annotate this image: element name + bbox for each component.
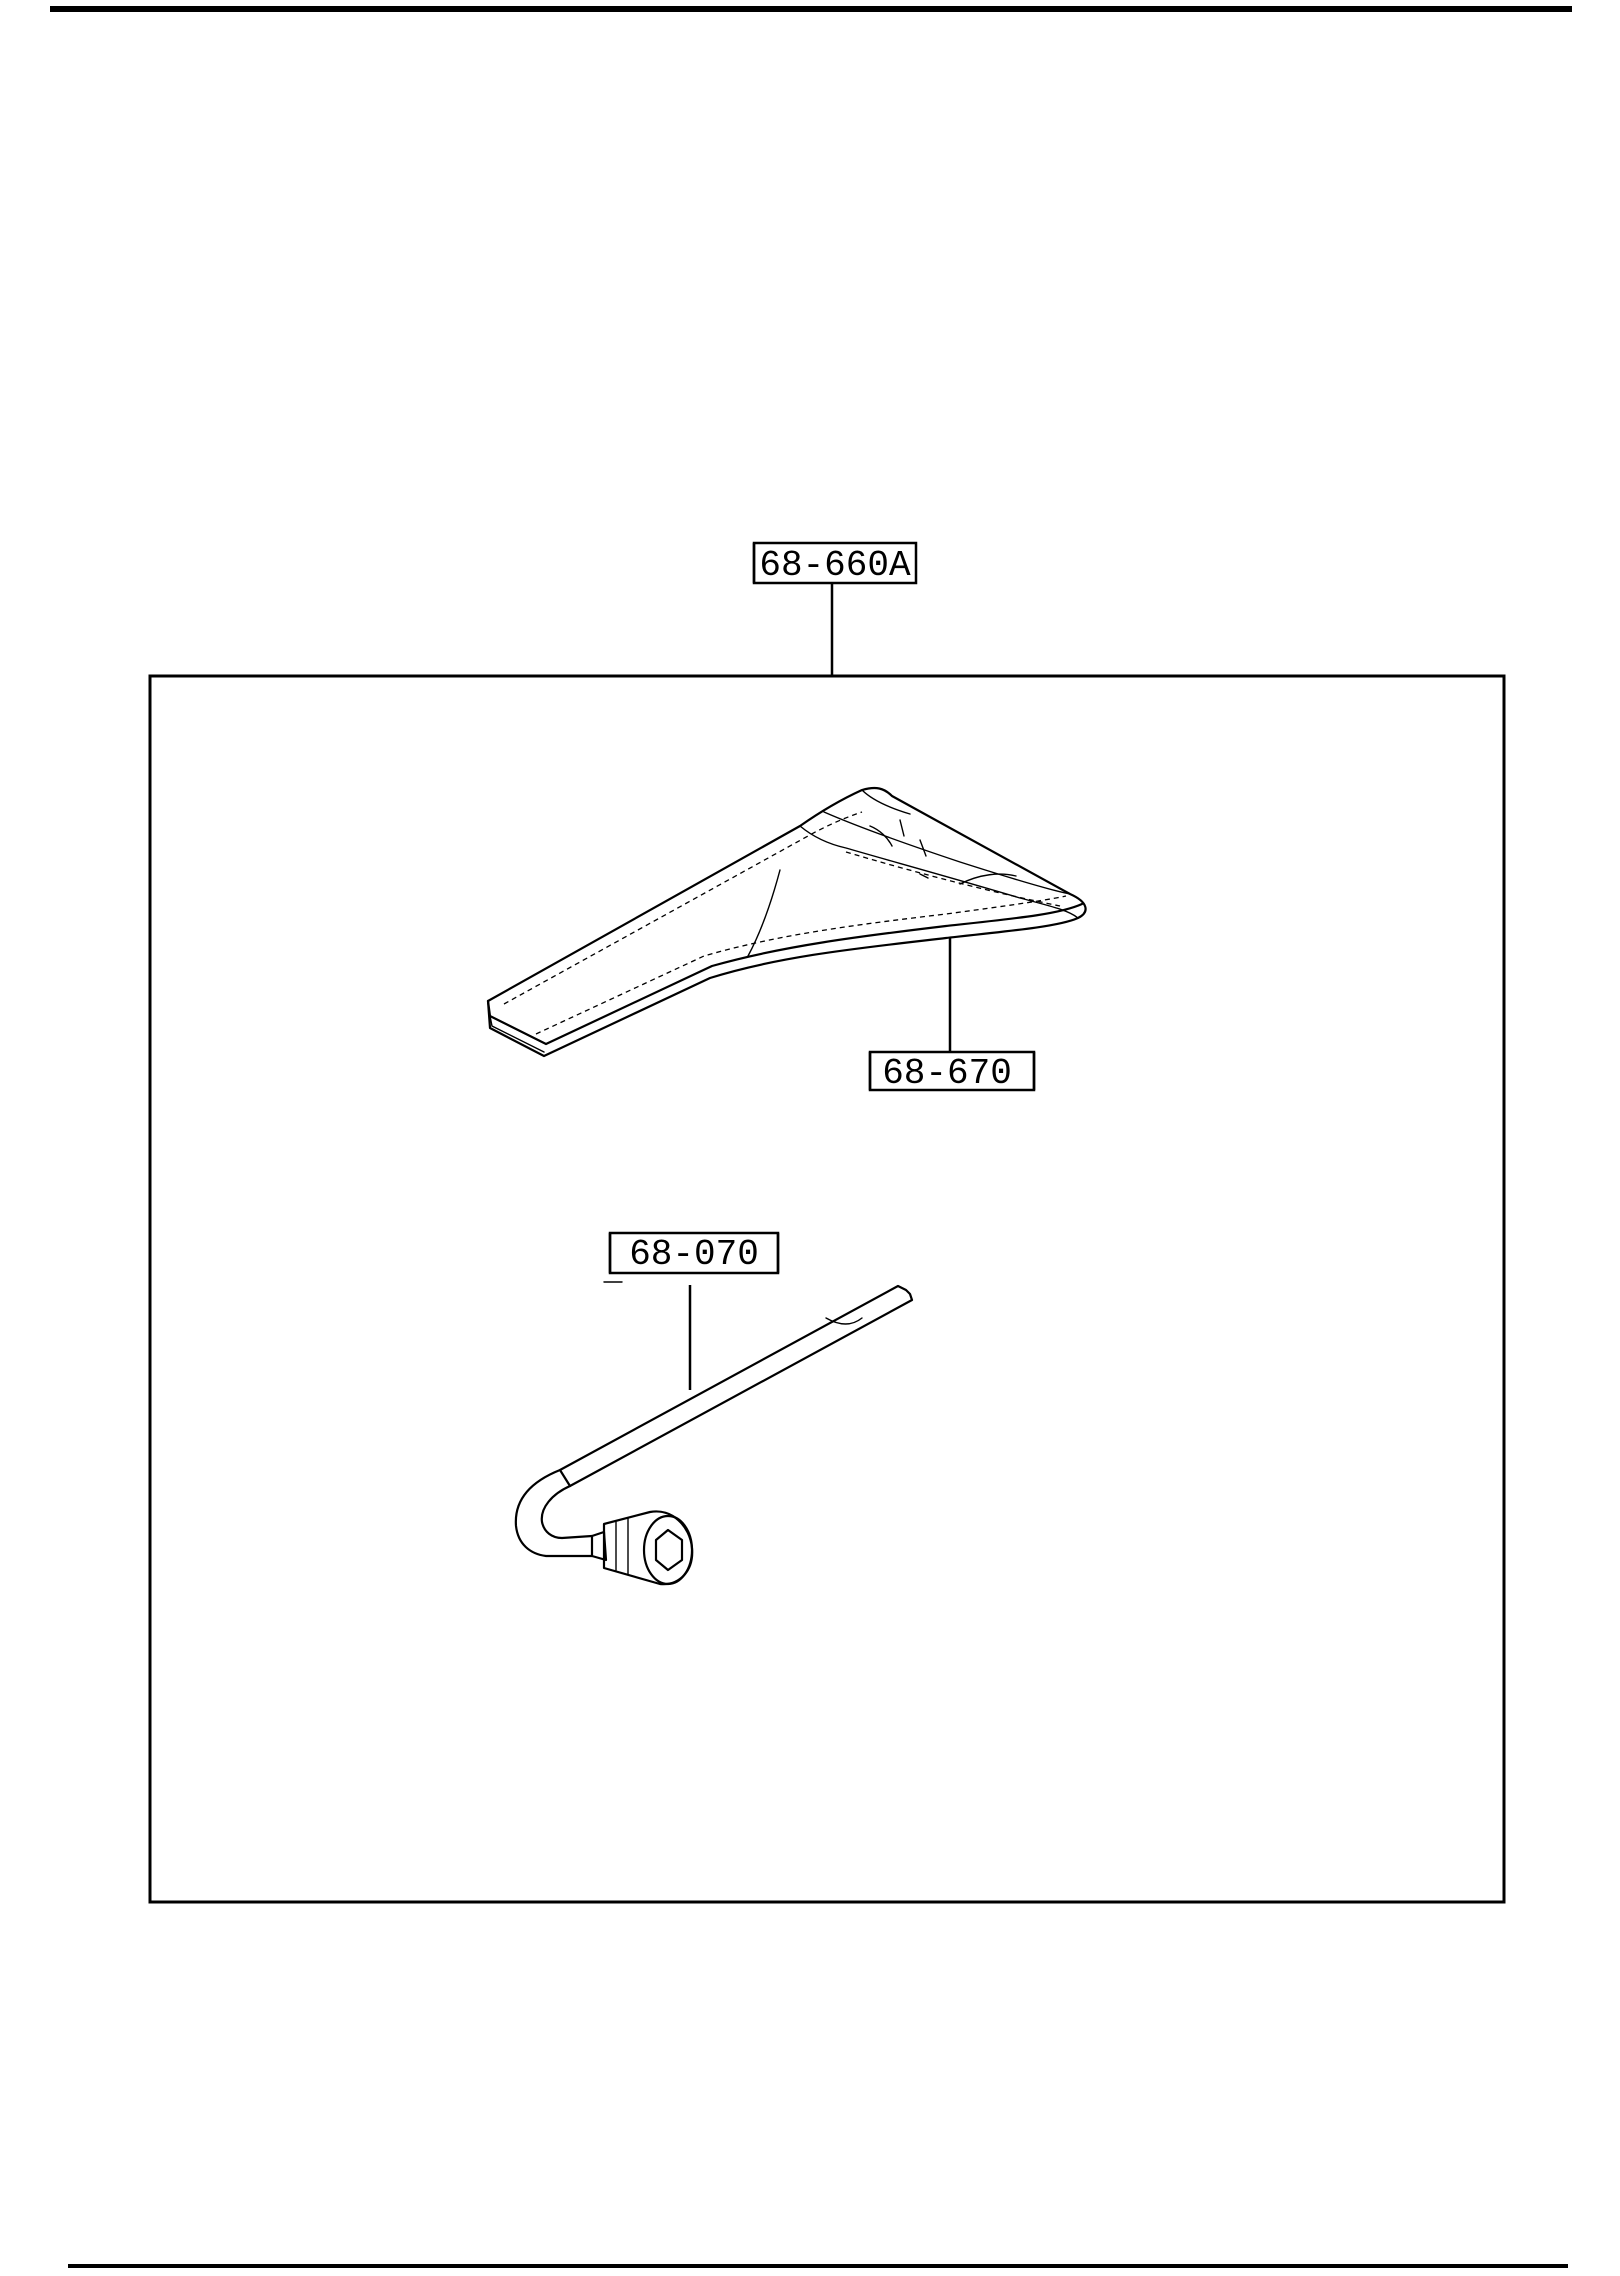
kit-callout[interactable]: 68-660A bbox=[752, 541, 918, 586]
bag-callout[interactable]: 68-670 bbox=[868, 1050, 1036, 1094]
wrench-label: 68-070 bbox=[629, 1234, 759, 1275]
lug-wrench-icon[interactable] bbox=[514, 1284, 914, 1586]
kit-label: 68-660A bbox=[759, 545, 911, 586]
wrench-callout[interactable]: 68-070 bbox=[608, 1231, 780, 1275]
kit-frame bbox=[148, 674, 1506, 1904]
bag-label: 68-670 bbox=[882, 1053, 1012, 1094]
wrench-label-box bbox=[608, 1231, 780, 1275]
tool-bag-icon[interactable] bbox=[486, 786, 1087, 1058]
